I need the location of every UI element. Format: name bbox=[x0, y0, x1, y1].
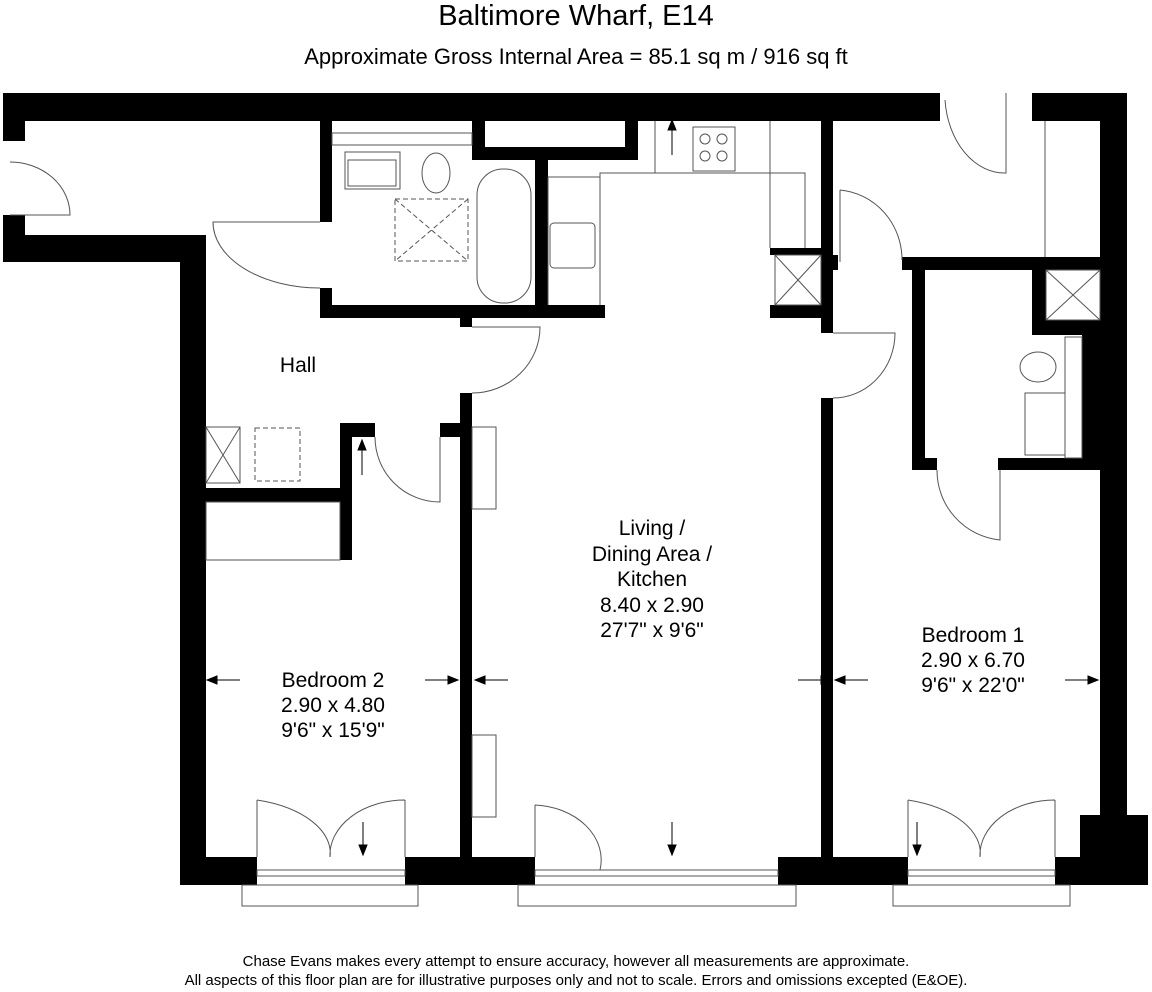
wardrobe-door bbox=[944, 93, 1007, 174]
plan-title: Baltimore Wharf, E14 bbox=[438, 0, 714, 32]
bedroom1-name: Bedroom 1 bbox=[921, 624, 1025, 647]
living-imperial: 27'7" x 9'6" bbox=[600, 619, 704, 642]
bedroom1-metric: 2.90 x 6.70 bbox=[921, 649, 1025, 672]
living-metric: 8.40 x 2.90 bbox=[600, 593, 704, 617]
living-name-1: Living / bbox=[618, 517, 686, 540]
entrance-door bbox=[9, 161, 71, 216]
ensuite-door bbox=[936, 469, 1001, 541]
bedroom2-metric: 2.90 x 4.80 bbox=[281, 694, 385, 717]
gross-area: Approximate Gross Internal Area = 85.1 s… bbox=[304, 44, 848, 69]
bedroom2-name: Bedroom 2 bbox=[281, 669, 385, 692]
bedroom1-imperial: 9'6" x 22'0" bbox=[921, 674, 1025, 697]
living-name-2: Dining Area / bbox=[591, 542, 713, 566]
disclaimer-line-2: All aspects of this floor plan are for i… bbox=[184, 972, 968, 989]
bedroom2-imperial: 9'6" x 15'9" bbox=[281, 719, 385, 742]
bathroom-door bbox=[212, 221, 321, 289]
living-door bbox=[471, 326, 541, 394]
bedroom2-door bbox=[374, 436, 441, 503]
walls bbox=[3, 93, 1148, 885]
disclaimer-line-1: Chase Evans makes every attempt to ensur… bbox=[242, 953, 910, 970]
bedroom1-door bbox=[839, 189, 903, 262]
room-label-hall: Hall bbox=[256, 353, 340, 378]
hall-name: Hall bbox=[279, 354, 317, 377]
direction-arrows bbox=[205, 118, 1100, 857]
room-label-bedroom1: Bedroom 1 2.90 x 6.70 9'6" x 22'0" bbox=[873, 623, 1073, 698]
hall-door bbox=[832, 332, 896, 399]
fixtures bbox=[9, 93, 1101, 907]
room-label-bedroom2: Bedroom 2 2.90 x 4.80 9'6" x 15'9" bbox=[233, 668, 433, 743]
room-label-living: Living / Dining Area / Kitchen 8.40 x 2.… bbox=[552, 516, 752, 644]
living-name-3: Kitchen bbox=[616, 568, 688, 591]
